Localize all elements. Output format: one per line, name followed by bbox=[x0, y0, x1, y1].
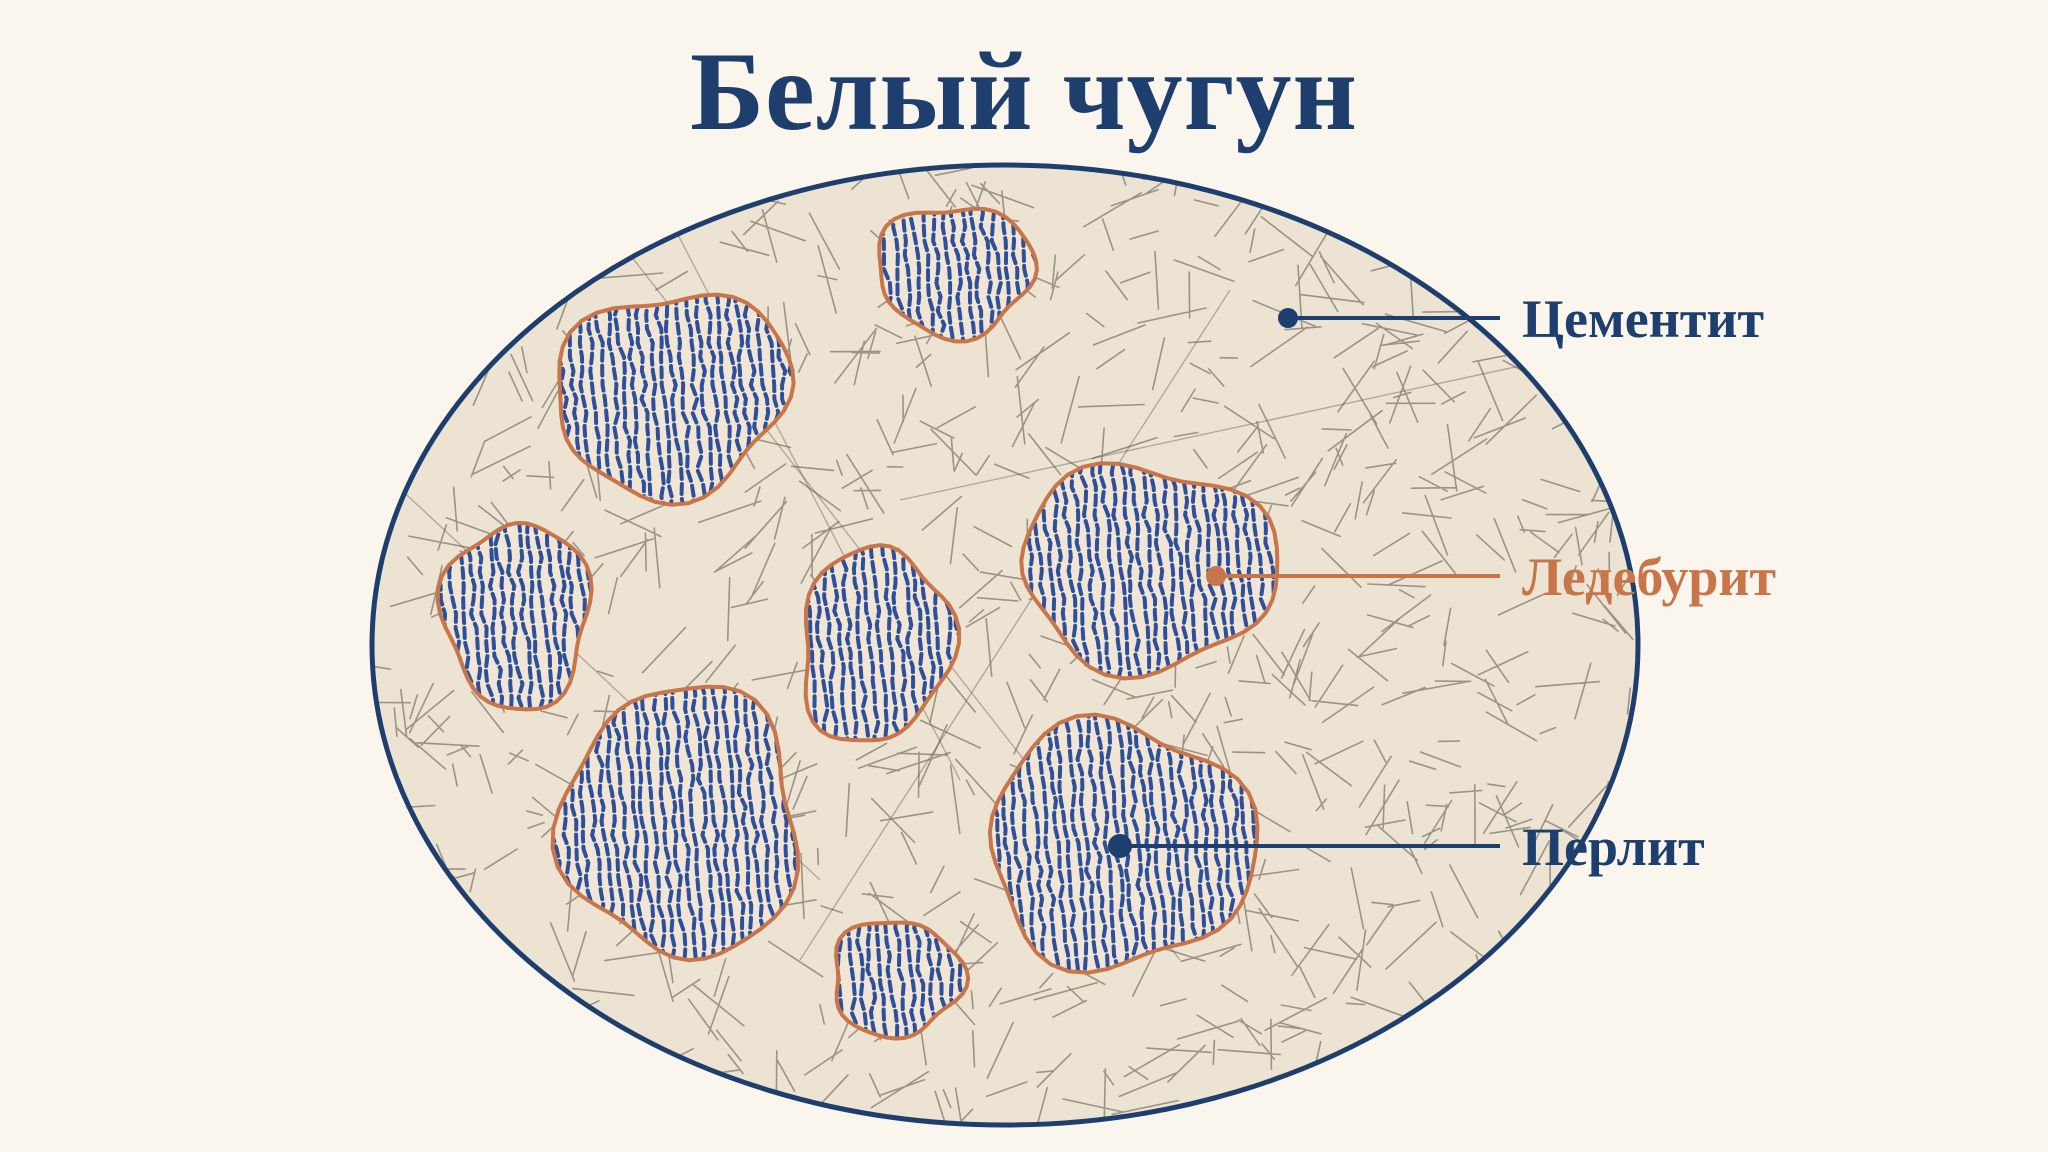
ledeburite-rim bbox=[557, 292, 796, 507]
pearlite-lamellae bbox=[805, 545, 960, 741]
ledeburite-label: Ледебурит bbox=[1522, 547, 1777, 607]
pearlite-lamellae bbox=[437, 522, 592, 710]
ledeburite-rim bbox=[1019, 461, 1280, 681]
cementite-plate-band bbox=[799, 289, 1231, 961]
pearlite-grain bbox=[550, 684, 801, 963]
pearlite-label: Перлит bbox=[1522, 817, 1705, 877]
pearlite-lamellae bbox=[879, 208, 1037, 342]
cementite-marker-dot bbox=[1278, 308, 1298, 328]
pearlite-lamellae bbox=[989, 714, 1258, 973]
ledeburite-rim bbox=[987, 712, 1260, 975]
pearlite-lamellae bbox=[1021, 463, 1278, 679]
pearlite-grain bbox=[1019, 461, 1280, 681]
ledeburite-rim bbox=[435, 520, 594, 712]
pearlite-grain bbox=[803, 543, 962, 743]
pearlite-grain bbox=[435, 520, 594, 712]
pearlite-grain bbox=[877, 206, 1039, 344]
pearlite-grain bbox=[557, 292, 796, 507]
pearlite-marker-dot bbox=[1108, 834, 1132, 858]
ledeburite-rim bbox=[550, 684, 801, 963]
ledeburite-rim bbox=[803, 543, 962, 743]
page-title: Белый чугун bbox=[689, 30, 1359, 154]
pearlite-grains bbox=[435, 206, 1280, 1041]
pearlite-lamellae bbox=[552, 686, 798, 961]
specimen-outline bbox=[369, 162, 1641, 1128]
ledeburite-rim bbox=[834, 920, 971, 1041]
ledeburite-rim bbox=[877, 206, 1039, 344]
cementite-plate-band bbox=[899, 339, 1638, 501]
cementite-label: Цементит bbox=[1522, 289, 1764, 349]
pearlite-grain bbox=[834, 920, 971, 1041]
grain-fill bbox=[437, 522, 592, 710]
ledeburite-marker-dot bbox=[1206, 566, 1226, 586]
